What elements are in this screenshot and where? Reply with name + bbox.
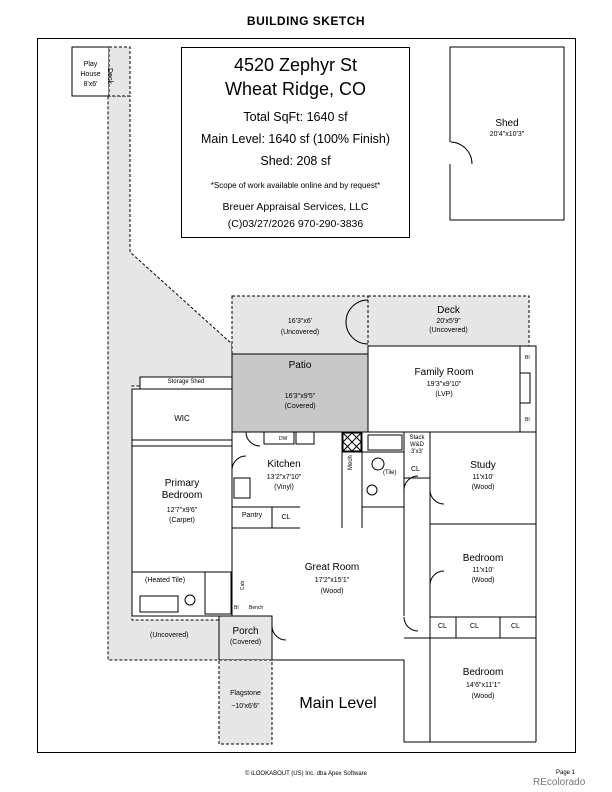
closet-2: CL	[470, 623, 479, 630]
closet-1: CL	[438, 623, 447, 630]
play-house-label: Play House 8'x6'	[80, 61, 101, 88]
heated-tile-label: (Heated Tile)	[145, 577, 186, 584]
deck-uncovered: (Uncovered)	[429, 327, 468, 334]
study-floor: (Wood)	[471, 484, 495, 491]
upper-uncovered-label: (Uncovered)	[280, 329, 320, 336]
flagstone-dimensions: ~10'x6'6"	[231, 703, 260, 710]
great-room-label: Great Room	[304, 562, 360, 573]
deck-dimensions: 20'x5'9"	[436, 318, 461, 325]
address-line2: Wheat Ridge, CO	[224, 79, 367, 99]
storage-shed-label: Storage Shed	[167, 379, 205, 385]
primary-bedroom-label: Primary Bedroom	[161, 478, 203, 501]
bi-label-bottom: BI	[525, 417, 530, 423]
dw-label: DW	[279, 436, 288, 442]
play-house-deck	[108, 46, 131, 97]
footer-credit: © iLOOKABOUT (US) Inc. dba Apex Software	[244, 771, 368, 777]
sheet-title: BUILDING SKETCH	[246, 14, 366, 28]
family-room-outline	[367, 345, 537, 433]
patio-dimensions: 16'3"x9'5"	[284, 393, 316, 400]
bedroom2-dimensions: 11'x10'	[472, 567, 494, 574]
deck-outline	[367, 295, 530, 347]
study-label: Study	[470, 460, 496, 471]
closet-laundry: CL	[411, 466, 420, 473]
bedroom3-floor: (Wood)	[471, 693, 495, 700]
flagstone-outline	[218, 659, 273, 745]
level-label: Main Level	[299, 695, 377, 712]
left-uncovered-label: (Uncovered)	[150, 632, 189, 639]
wic-label: WIC	[174, 414, 190, 423]
kitchen-floor: (Vinyl)	[274, 484, 294, 491]
patio-covered: (Covered)	[284, 403, 316, 410]
primary-bedroom-dimensions: 12'7"x9'6"	[166, 507, 198, 514]
closet-pantry: CL	[281, 514, 291, 521]
small-deck-label: Deck	[106, 68, 113, 84]
family-room-dimensions: 19'3"x9'10"	[426, 381, 462, 388]
kitchen-label: Kitchen	[267, 459, 301, 470]
porch-label: Porch	[232, 626, 259, 637]
address-line1: 4520 Zephyr St	[233, 55, 358, 75]
total-sqft: Total SqFt: 1640 sf	[243, 110, 348, 124]
stack-wd-label: Stack W&D 3'x3'	[409, 435, 425, 455]
bi-label-top: BI	[525, 355, 530, 361]
scope-note: *Scope of work available online and by r…	[210, 181, 381, 190]
bi-bath-label: BI	[234, 605, 239, 611]
shed-label: Shed	[495, 118, 519, 129]
deck-label: Deck	[437, 305, 460, 316]
kitchen-dimensions: 13'2"x7'10"	[266, 474, 302, 481]
footer-brand-logo: REcolorado	[533, 777, 586, 788]
cab-label: Cab	[240, 580, 246, 590]
tile-label: (Tile)	[383, 470, 397, 476]
patio-label: Patio	[288, 360, 312, 371]
bedroom3-label: Bedroom	[462, 667, 504, 678]
copyright-phone: (C)03/27/2026 970-290-3836	[227, 218, 364, 230]
primary-bedroom-floor: (Carpet)	[169, 517, 195, 524]
main-level-sqft: Main Level: 1640 sf (100% Finish)	[201, 132, 390, 146]
pantry-label: Pantry	[241, 512, 263, 519]
bedroom3-dimensions: 14'6"x11'1"	[466, 682, 500, 689]
bench-label: Bench	[249, 605, 264, 611]
bedroom2-label: Bedroom	[462, 553, 504, 564]
upper-uncovered	[231, 295, 369, 355]
company-name: Breuer Appraisal Services, LLC	[222, 201, 369, 213]
info-box: 4520 Zephyr St Wheat Ridge, CO Total SqF…	[181, 47, 410, 238]
great-room-dimensions: 17'2"x15'1"	[314, 577, 350, 584]
flagstone-label: Flagstone	[230, 690, 261, 697]
shed-dimensions: 20'4"x10'3"	[489, 131, 525, 138]
great-room-floor: (Wood)	[320, 588, 344, 595]
footer-page: Page 1	[556, 770, 576, 776]
sketch-frame	[37, 38, 576, 753]
porch-covered: (Covered)	[229, 639, 262, 646]
family-room-floor: (LVP)	[435, 391, 453, 398]
shed-outline	[449, 46, 565, 221]
play-house	[71, 46, 110, 97]
closet-3: CL	[511, 623, 520, 630]
family-room-label: Family Room	[414, 367, 474, 378]
study-dimensions: 11'x10'	[472, 474, 494, 481]
upper-uncovered-dimensions: 16'3"x6'	[287, 318, 313, 325]
shed-sqft: Shed: 208 sf	[260, 154, 331, 168]
porch-outline	[218, 615, 273, 661]
bedroom2-floor: (Wood)	[471, 577, 495, 584]
mech-label: Mech	[348, 455, 354, 470]
